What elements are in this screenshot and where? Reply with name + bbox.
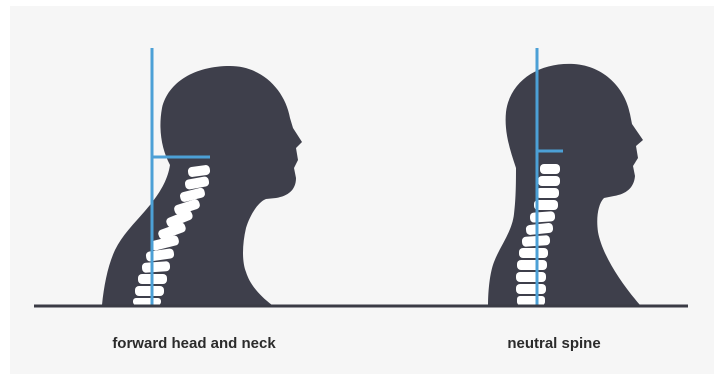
- neutral-spine-caption: neutral spine: [507, 335, 600, 352]
- forward-head-caption: forward head and neck: [112, 335, 275, 352]
- neutral-head-silhouette: [488, 64, 643, 305]
- forward-head-figure: [102, 48, 302, 305]
- neutral-spine-figure: [488, 48, 643, 305]
